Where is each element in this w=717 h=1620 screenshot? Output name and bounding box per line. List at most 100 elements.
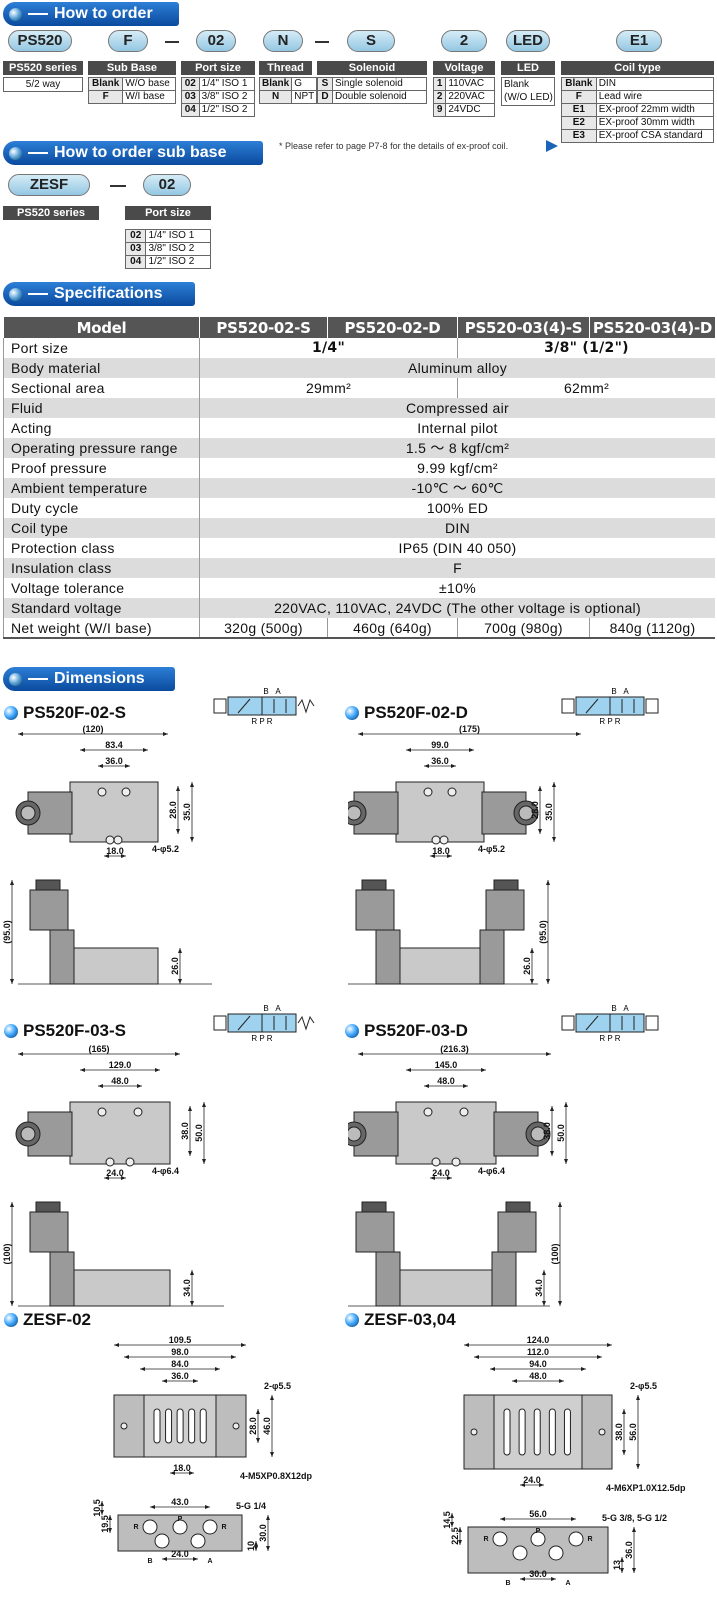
arrow-icon — [10, 880, 14, 885]
arrow-icon — [256, 1409, 260, 1414]
model-name: PS520F-02-D — [364, 703, 468, 722]
arrow-icon — [114, 1343, 119, 1347]
dim-label: 99.0 — [431, 740, 449, 750]
symbol-arrow — [585, 1015, 599, 1031]
dim-label: 124.0 — [527, 1335, 550, 1345]
arrow-icon — [559, 1379, 564, 1383]
dim-label: 83.4 — [105, 740, 123, 750]
hole-shape — [113, 835, 123, 845]
dim-label: 14.5 — [442, 1511, 452, 1529]
arrow-icon — [150, 1505, 155, 1509]
dim-label: 84.0 — [171, 1359, 189, 1369]
dim-label: 129.0 — [109, 1060, 132, 1070]
dim-label: 30.0 — [529, 1569, 547, 1579]
cell: 04 — [124, 255, 147, 269]
arrow-icon — [140, 1367, 145, 1371]
dim-label: 28.0 — [168, 801, 178, 819]
hole-shape — [548, 1545, 564, 1561]
valve-side — [69, 947, 159, 985]
arrow-icon — [10, 1202, 14, 1207]
code-solenoid: S — [347, 30, 395, 52]
dim-label: (120) — [82, 724, 103, 734]
arrow-icon — [620, 1568, 624, 1573]
spec-cell: Coil type — [3, 518, 200, 538]
hole-shape — [97, 787, 107, 797]
spec-cell: Duty cycle — [3, 498, 200, 518]
cell: 02 — [124, 229, 147, 243]
dim-label: 56.0 — [529, 1509, 547, 1519]
bullet-icon — [9, 7, 22, 21]
port-a-label: A — [275, 687, 281, 696]
model-heading: PS520F-02-S — [4, 703, 126, 723]
dim-label: 24.0 — [171, 1549, 189, 1559]
hole-shape — [470, 1428, 478, 1436]
dim-label: 48.0 — [437, 1076, 455, 1086]
cell: 03 — [124, 242, 147, 256]
port-a-label: A — [623, 1004, 629, 1013]
dim-label: (216.3) — [440, 1044, 469, 1054]
cell: E3 — [561, 129, 597, 143]
arrow-icon — [104, 1176, 109, 1180]
solenoid-symbol — [213, 698, 227, 714]
spring-symbol — [297, 698, 315, 714]
dim-label: 18.0 — [173, 1463, 191, 1473]
port-slot — [503, 1408, 511, 1456]
dim-label: 24.0 — [106, 1168, 124, 1178]
led-val1: Blank — [504, 79, 530, 90]
model-heading: PS520F-03-S — [4, 1021, 126, 1041]
arrow-icon — [18, 732, 23, 736]
dim-label: 4-φ6.4 — [152, 1166, 179, 1176]
arrow-icon — [241, 1343, 246, 1347]
cell: DIN — [595, 77, 715, 91]
cell: 04 — [181, 103, 200, 117]
hole-shape — [133, 1107, 143, 1117]
led-val2: (W/O LED) — [504, 92, 553, 103]
hole-shape — [125, 1157, 135, 1167]
dim-label: 2-φ5.5 — [630, 1381, 657, 1391]
solenoid-head: Solenoid — [317, 61, 427, 75]
solenoid-symbol — [645, 1015, 659, 1031]
arrow-icon — [155, 1068, 160, 1072]
dim-label: (95.0) — [538, 920, 548, 944]
arrow-icon — [254, 1546, 258, 1551]
cell: 3/8" ISO 2 — [198, 90, 256, 104]
port-a-label: A — [275, 1004, 281, 1013]
arrow-icon — [558, 1301, 562, 1306]
arrow-icon — [539, 1483, 544, 1487]
port-slot — [199, 1408, 207, 1444]
arrow-icon — [205, 1505, 210, 1509]
coil-side — [497, 1211, 537, 1253]
arrow-icon — [458, 1540, 462, 1545]
spec-cell: Proof pressure — [3, 458, 200, 478]
hole-shape — [512, 1545, 528, 1561]
dim-label: 18.0 — [432, 846, 450, 856]
arrow-icon — [546, 880, 550, 885]
dim-label: 4-φ6.4 — [478, 1166, 505, 1176]
arrow-icon — [520, 1577, 525, 1581]
arrow-icon — [108, 1528, 112, 1533]
arrow-icon — [464, 1343, 469, 1347]
port-b-label: B — [611, 687, 616, 696]
hole-shape — [348, 1126, 362, 1142]
arrow-right-icon — [546, 140, 558, 152]
bullet-icon — [345, 706, 359, 720]
arrow-icon — [176, 786, 180, 791]
code-series: PS520 — [8, 30, 72, 52]
spec-cell: 700g (980g) — [457, 618, 590, 639]
dim-label: (100) — [2, 1243, 12, 1264]
arrow-icon — [622, 1450, 626, 1455]
spec-cell: Operating pressure range — [3, 438, 200, 458]
dim-label: 98.0 — [171, 1347, 189, 1357]
model-heading: PS520F-03-D — [345, 1021, 468, 1041]
cell: N — [258, 90, 293, 104]
cell: 1/4" ISO 1 — [145, 229, 211, 243]
bullet-icon — [4, 1024, 18, 1038]
